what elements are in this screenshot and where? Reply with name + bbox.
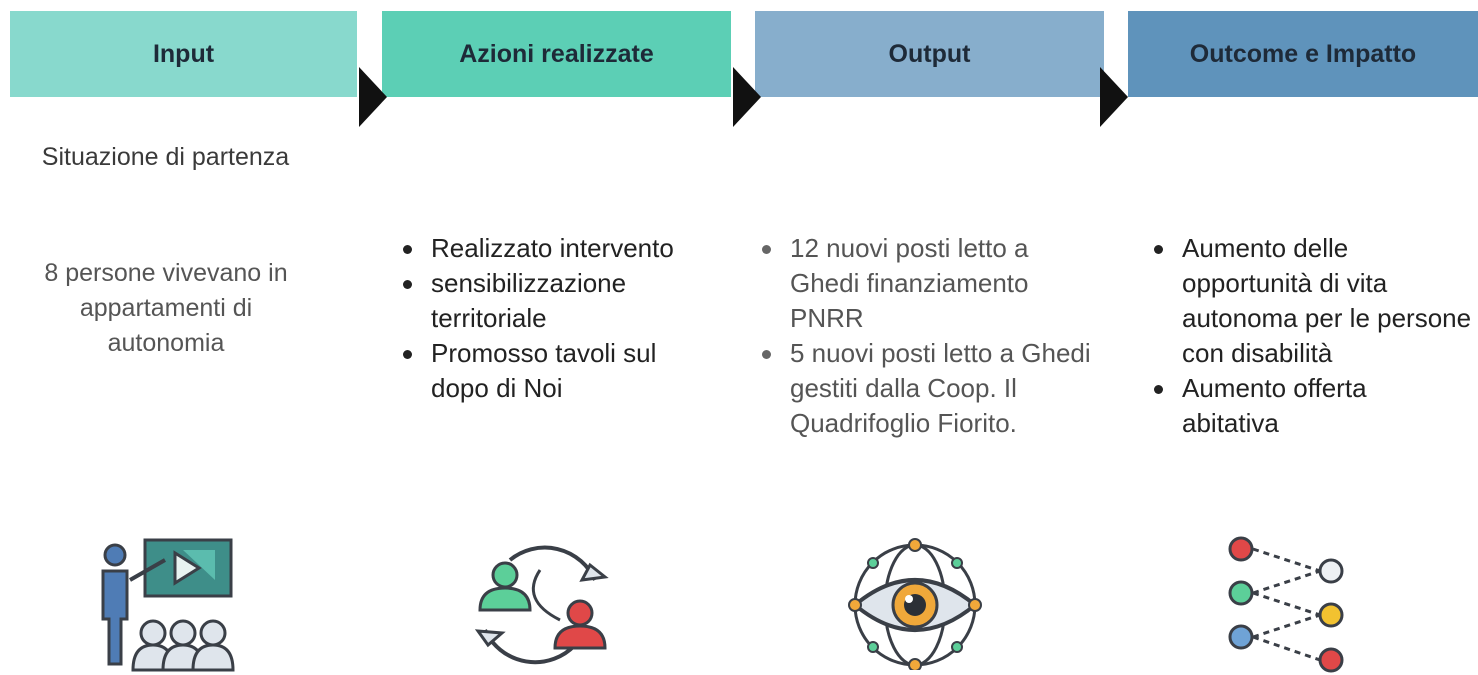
header-input: Input xyxy=(10,11,357,97)
outcome-list: Aumento delle opportunità di vita autono… xyxy=(1144,231,1478,441)
header-output-label: Output xyxy=(888,39,971,68)
eye-network-icon xyxy=(848,538,982,670)
input-persone: 8 persone vivevano in appartamenti di au… xyxy=(44,259,288,357)
header-azioni-label: Azioni realizzate xyxy=(459,39,654,68)
list-item: Aumento delle opportunità di vita autono… xyxy=(1144,231,1478,371)
output-list: 12 nuovi posti letto a Ghedi finanziamen… xyxy=(752,231,1122,441)
arrow-connector xyxy=(359,67,387,127)
list-item: Promosso tavoli sul dopo di Noi xyxy=(393,336,711,406)
flow-options-icon xyxy=(1228,536,1344,673)
list-item: Realizzato intervento xyxy=(393,231,728,266)
presentation-icon xyxy=(101,538,235,672)
header-output: Output xyxy=(755,11,1104,97)
list-item: 5 nuovi posti letto a Ghedi gestiti dall… xyxy=(752,336,1130,441)
arrow-connector xyxy=(733,67,761,127)
arrow-connector xyxy=(1100,67,1128,127)
list-item: sensibilizzazione territoriale xyxy=(393,266,696,336)
list-item: 12 nuovi posti letto a Ghedi finanziamen… xyxy=(752,231,1090,336)
header-outcome: Outcome e Impatto xyxy=(1128,11,1478,97)
input-situazione: Situazione di partenza xyxy=(41,143,290,171)
header-outcome-label: Outcome e Impatto xyxy=(1189,39,1417,68)
header-input-label: Input xyxy=(152,39,215,68)
exchange-people-icon xyxy=(474,545,609,665)
azioni-list: Realizzato intervento sensibilizzazione … xyxy=(393,231,728,406)
list-item: Aumento offerta abitativa xyxy=(1144,371,1422,441)
header-azioni: Azioni realizzate xyxy=(382,11,731,97)
